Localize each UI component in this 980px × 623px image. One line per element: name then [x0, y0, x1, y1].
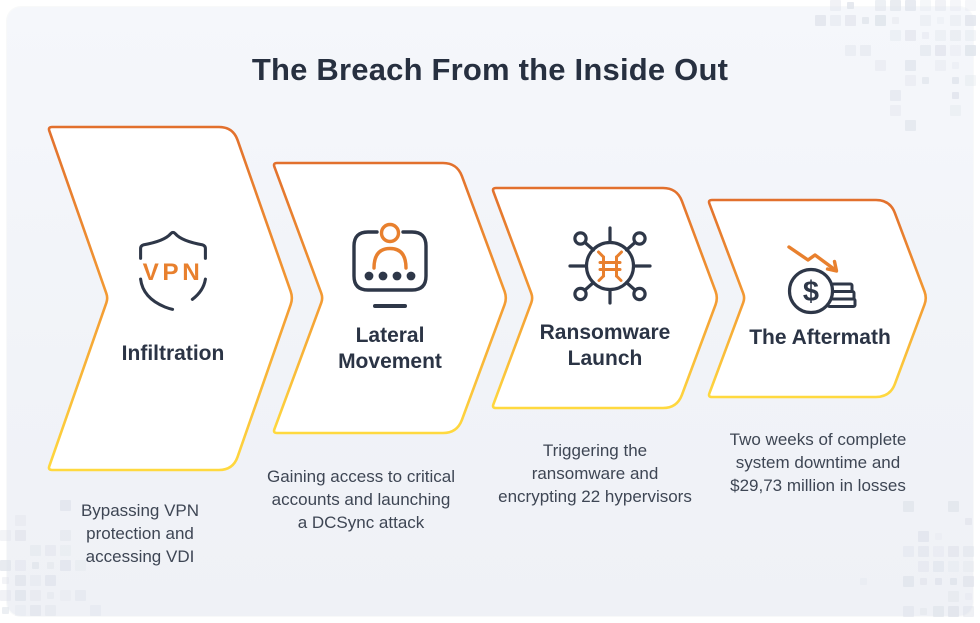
step-1-chevron-shape	[47, 125, 294, 472]
monitor-user-icon	[352, 222, 428, 308]
step-1-description: Bypassing VPN protection and accessing V…	[80, 501, 200, 566]
step-1-title: Infiltration	[121, 342, 225, 365]
step-4-description: Two weeks of complete system downtime an…	[729, 430, 907, 495]
page-title: The Breach From the Inside Out	[251, 52, 729, 87]
step-2-description: Gaining access to critical accounts and …	[266, 467, 456, 532]
step-3-description: Triggering the ransomware and encrypting…	[498, 441, 692, 506]
step-3-chevron-shape	[491, 186, 719, 410]
pixel-decoration-bottom-right	[858, 486, 980, 623]
pixel-decoration-top-right	[770, 0, 980, 135]
step-3-title: Ransomware Launch	[539, 321, 671, 371]
virus-spread-icon	[568, 226, 652, 305]
financial-loss-icon: $	[787, 245, 857, 315]
dollar-symbol: $	[803, 276, 819, 308]
pixel-decoration-bottom-left	[0, 470, 120, 623]
step-2-chevron-shape	[272, 161, 508, 435]
vpn-shield-icon: VPN	[139, 230, 207, 311]
step-2-title: Lateral Movement	[338, 324, 442, 374]
vpn-label: VPN	[143, 259, 204, 286]
step-4-title: The Aftermath	[749, 326, 891, 349]
